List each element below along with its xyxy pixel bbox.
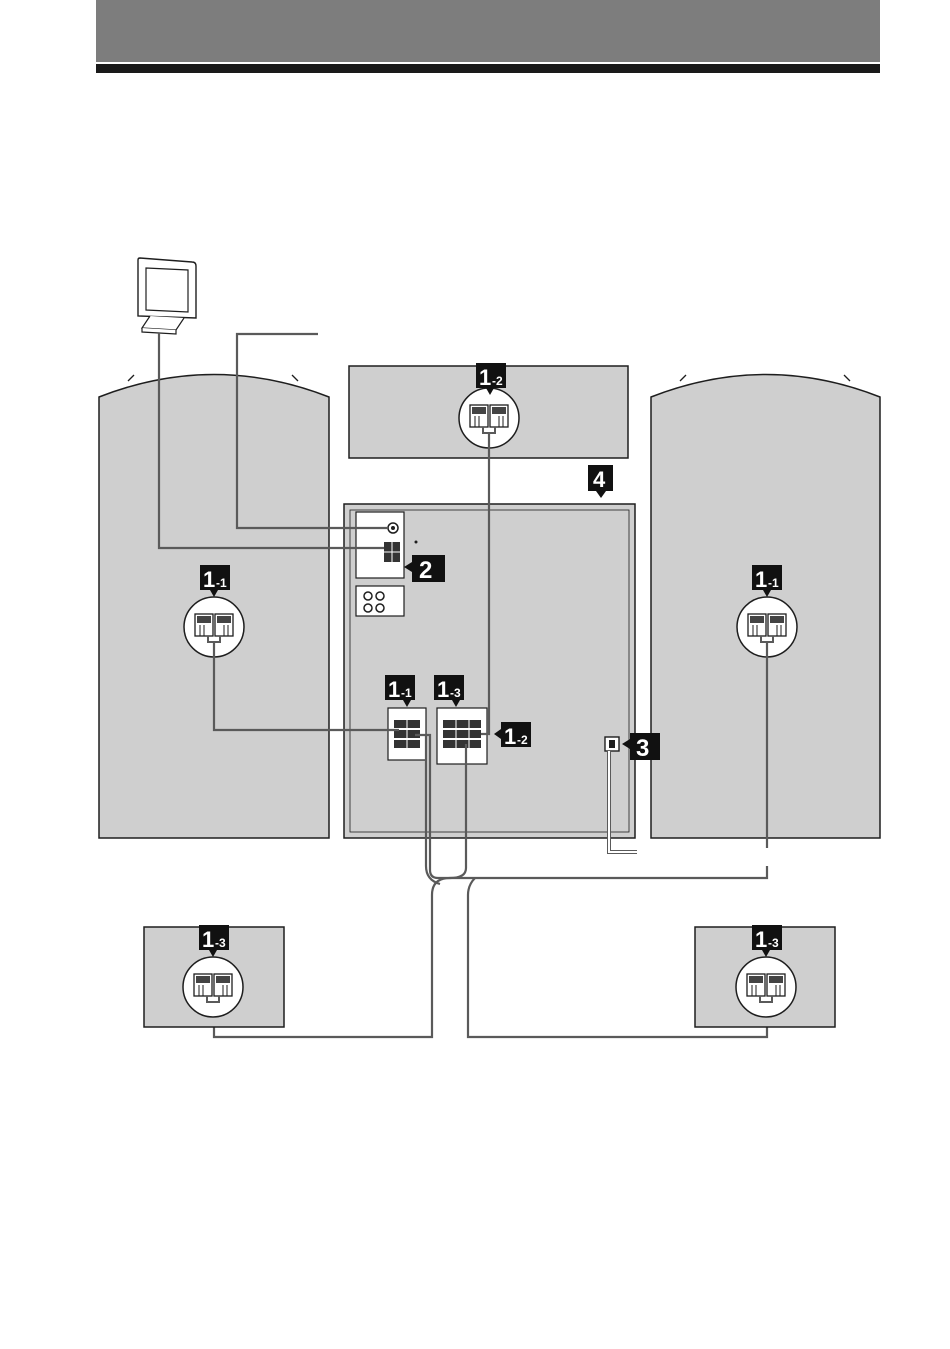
callout-unit-front-num: 1 [388, 677, 400, 702]
callout-step-3-num: 3 [636, 735, 649, 762]
callout-unit-center-sub: -2 [517, 733, 528, 747]
front-left-speaker [99, 375, 329, 839]
callout-surround-left-sub: -3 [215, 936, 226, 950]
front-right-speaker [651, 375, 880, 839]
callout-center-sub: -2 [492, 374, 503, 388]
surround-left-terminal [183, 957, 243, 1017]
callout-unit-center-num: 1 [504, 724, 516, 749]
callout-front-right-num: 1 [755, 567, 767, 592]
loop-antenna [138, 258, 196, 334]
surround-right-terminal [736, 957, 796, 1017]
callout-step-4: 4 [588, 465, 613, 498]
callout-unit-surround-num: 1 [437, 677, 449, 702]
callout-front-left-sub: -1 [216, 576, 227, 590]
callout-front-left-num: 1 [203, 567, 215, 592]
callout-surround-left-num: 1 [202, 927, 214, 952]
callout-step-2-num: 2 [419, 557, 432, 584]
callout-front-right-sub: -1 [768, 576, 779, 590]
callout-center-num: 1 [479, 365, 491, 390]
callout-surround-right-sub: -3 [768, 936, 779, 950]
callout-unit-front-sub: -1 [401, 686, 412, 700]
callout-surround-right-num: 1 [755, 927, 767, 952]
callout-unit-surround-sub: -3 [450, 686, 461, 700]
callout-step-4-num: 4 [593, 467, 606, 492]
